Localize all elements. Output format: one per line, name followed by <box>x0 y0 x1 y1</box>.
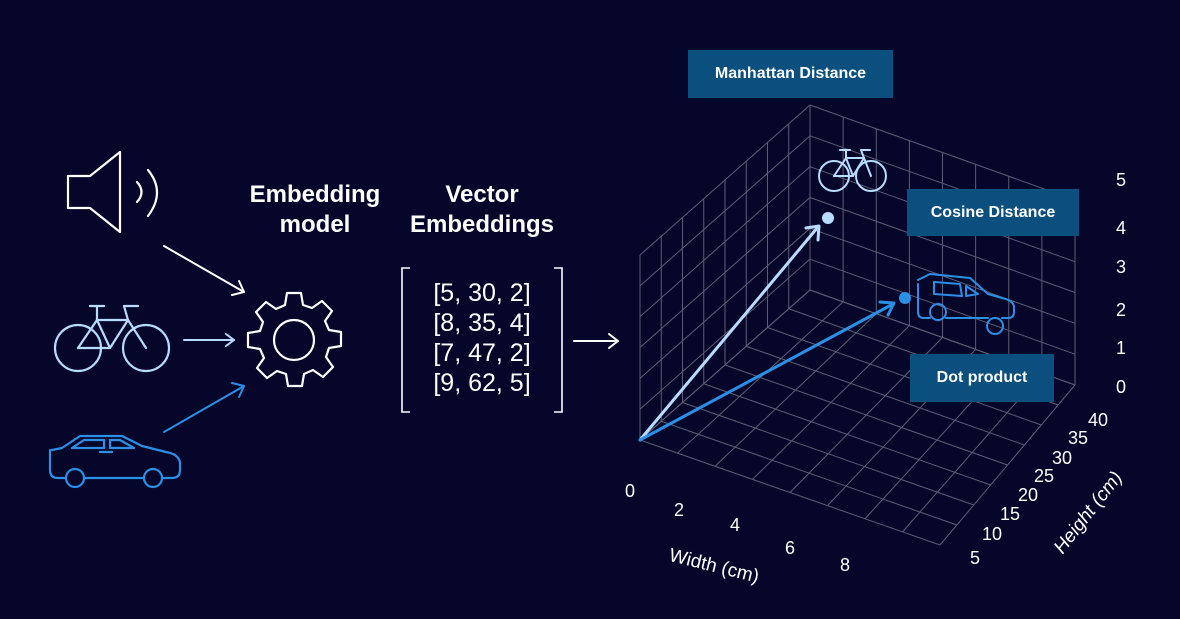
x-tick: 0 <box>625 481 636 501</box>
vector-item: [8, 35, 4] <box>433 309 531 337</box>
y-tick: 5 <box>970 548 981 568</box>
plot-vectors <box>638 224 896 442</box>
vector-brackets <box>401 267 563 413</box>
car-point <box>899 292 911 304</box>
input-arrows <box>163 245 245 433</box>
z-tick: 3 <box>1116 257 1127 277</box>
bicycle-icon <box>53 304 171 373</box>
embedding-model-heading: Embedding model <box>238 180 392 240</box>
grid-line <box>724 364 1008 466</box>
x-tick: 2 <box>674 500 685 520</box>
vector-item: [5, 30, 2] <box>433 279 531 307</box>
x-tick: 4 <box>730 515 741 535</box>
grid-line <box>639 258 811 410</box>
y-tick: 35 <box>1068 428 1089 448</box>
y-tick: 10 <box>982 524 1003 544</box>
grid-line <box>809 258 1076 355</box>
plot-bicycle-icon <box>818 149 887 192</box>
grid-line <box>639 227 811 379</box>
car-icon <box>48 434 182 489</box>
grid-line <box>639 197 811 348</box>
grid-line <box>767 327 1042 426</box>
vector-embeddings-line-1: Vector <box>445 181 519 208</box>
grid-line <box>746 345 1025 446</box>
speaker-icon <box>66 150 159 234</box>
dot-product-label: Dot product <box>910 354 1054 402</box>
grid-line <box>661 420 958 526</box>
vector-item: [9, 62, 5] <box>433 369 531 397</box>
grid-line <box>639 166 811 318</box>
y-tick: 40 <box>1088 410 1109 430</box>
grid-line <box>639 104 811 256</box>
grid-line <box>682 402 974 506</box>
z-tick: 4 <box>1116 218 1127 238</box>
z-tick: 5 <box>1116 170 1127 190</box>
y-tick: 25 <box>1034 466 1055 486</box>
grid-line <box>809 197 1076 293</box>
plot-car-icon <box>917 273 1015 335</box>
bicycle-point <box>822 212 834 224</box>
vector-list: [5, 30, 2] [8, 35, 4] [7, 47, 2] [9, 62,… <box>412 278 552 398</box>
arrow-to-plot <box>573 333 619 349</box>
vector-embeddings-line-2: Embeddings <box>409 211 554 238</box>
vector-item: [7, 47, 2] <box>433 339 531 367</box>
z-tick: 2 <box>1116 300 1127 320</box>
embedding-model-line-1: Embedding <box>249 181 381 208</box>
y-tick: 20 <box>1018 485 1039 505</box>
x-tick: 6 <box>785 538 796 558</box>
y-tick: 15 <box>1000 504 1021 524</box>
grid-line <box>639 439 941 546</box>
cosine-distance-label: Cosine Distance <box>907 189 1079 236</box>
gear-icon <box>246 291 343 388</box>
grid-line <box>639 289 811 441</box>
manhattan-distance-label: Manhattan Distance <box>688 50 893 98</box>
z-tick: 0 <box>1116 377 1127 397</box>
y-tick: 30 <box>1052 448 1073 468</box>
vector-embeddings-heading: Vector Embeddings <box>398 180 566 240</box>
z-tick: 1 <box>1116 338 1127 358</box>
grid-line <box>703 383 991 486</box>
x-tick: 8 <box>840 555 851 575</box>
embedding-model-line-2: model <box>279 211 351 238</box>
grid-line <box>639 135 811 287</box>
grid-line <box>809 104 1076 201</box>
